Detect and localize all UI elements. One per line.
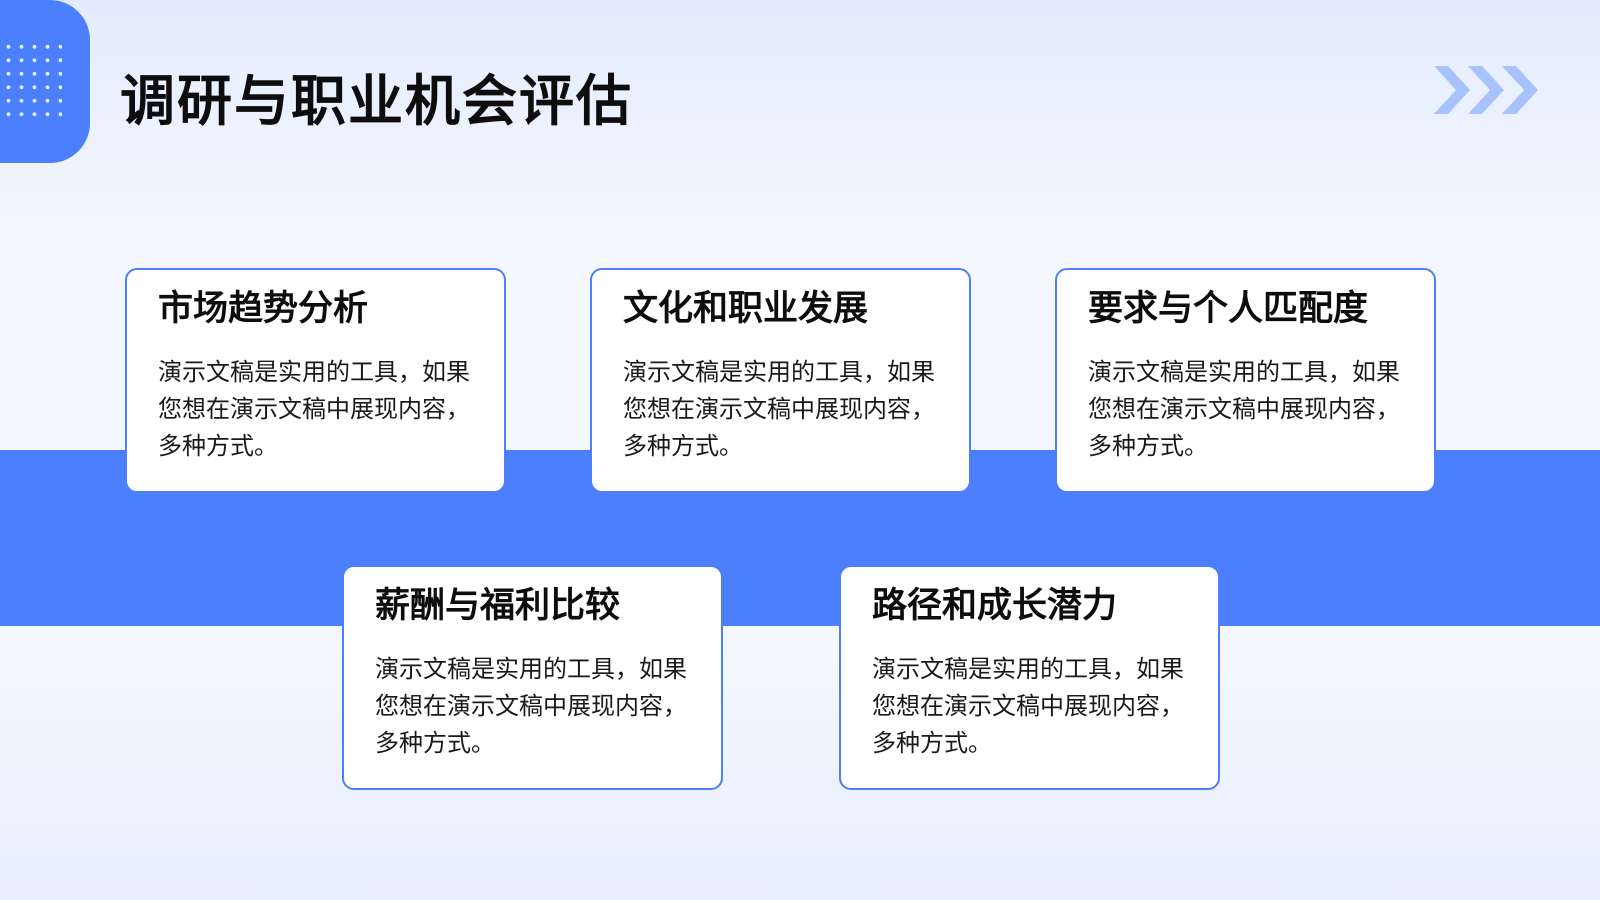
card-culture-career: 文化和职业发展 演示文稿是实用的工具，如果您想在演示文稿中展现内容，多种方式。	[590, 268, 971, 493]
card-requirement-match: 要求与个人匹配度 演示文稿是实用的工具，如果您想在演示文稿中展现内容，多种方式。	[1055, 268, 1436, 493]
card-text: 演示文稿是实用的工具，如果您想在演示文稿中展现内容，多种方式。	[375, 655, 687, 757]
dot-grid-icon	[2, 40, 62, 122]
card-title: 要求与个人匹配度	[1088, 289, 1369, 329]
card-text: 演示文稿是实用的工具，如果您想在演示文稿中展现内容，多种方式。	[1088, 358, 1400, 460]
corner-accent-block	[0, 0, 90, 163]
card-title: 市场趋势分析	[158, 289, 369, 329]
card-market-trend: 市场趋势分析 演示文稿是实用的工具，如果您想在演示文稿中展现内容，多种方式。	[125, 268, 506, 493]
page-title: 调研与职业机会评估	[120, 69, 634, 133]
card-salary-benefits: 薪酬与福利比较 演示文稿是实用的工具，如果您想在演示文稿中展现内容，多种方式。	[342, 565, 723, 790]
triple-chevron-right-icon	[1434, 66, 1538, 114]
card-text: 演示文稿是实用的工具，如果您想在演示文稿中展现内容，多种方式。	[158, 358, 470, 460]
card-growth-path: 路径和成长潜力 演示文稿是实用的工具，如果您想在演示文稿中展现内容，多种方式。	[839, 565, 1220, 790]
card-text: 演示文稿是实用的工具，如果您想在演示文稿中展现内容，多种方式。	[623, 358, 935, 460]
card-title: 文化和职业发展	[623, 289, 869, 329]
card-title: 薪酬与福利比较	[375, 586, 621, 626]
card-text: 演示文稿是实用的工具，如果您想在演示文稿中展现内容，多种方式。	[872, 655, 1184, 757]
card-title: 路径和成长潜力	[872, 586, 1118, 626]
